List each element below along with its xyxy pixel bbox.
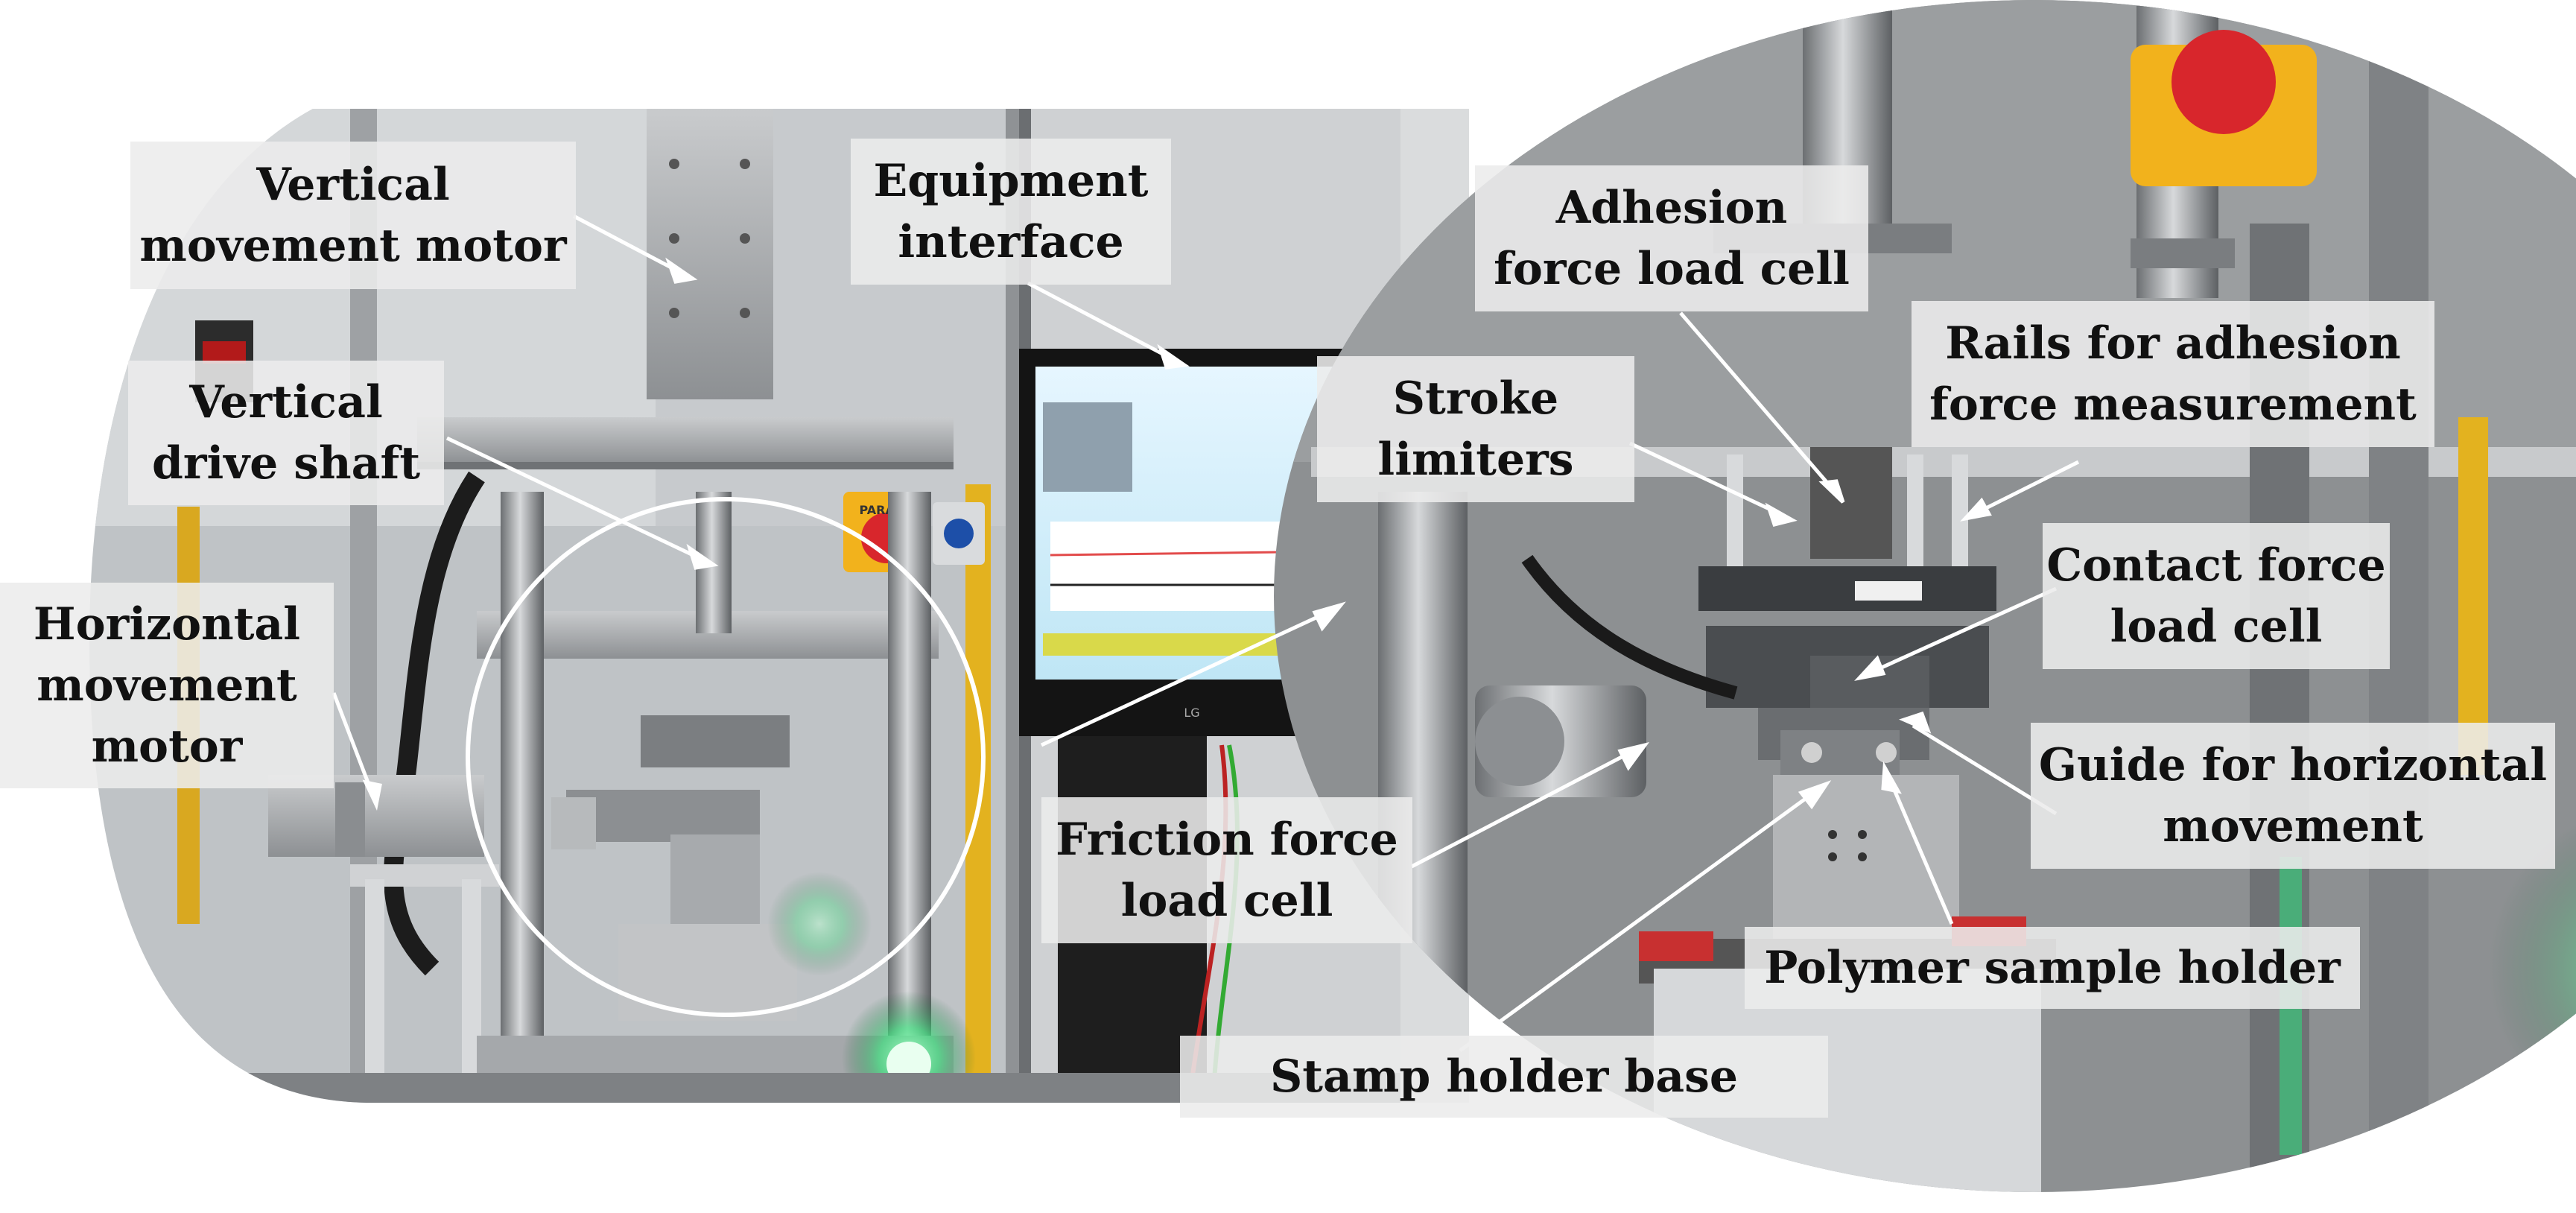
guide-column: [888, 492, 931, 1058]
contact-load-cell: [1810, 656, 1929, 708]
callout-arrows: [331, 214, 2080, 1053]
zoom-circle: [466, 497, 986, 1017]
friction-load-cell: [551, 797, 596, 849]
label-polymer-sample-holder: Polymer sample holder: [1745, 927, 2360, 1009]
label-equipment-interface: Equipment interface: [851, 139, 1171, 285]
label-contact-force-load-cell: Contact force load cell: [2043, 523, 2390, 669]
monitor-brand: LG: [1184, 706, 1199, 720]
label-vertical-movement-motor: Vertical movement motor: [130, 142, 576, 289]
label-adhesion-force-load-cell: Adhesion force load cell: [1475, 165, 1868, 311]
label-rails-for-adhesion: Rails for adhesion force measurement: [1912, 301, 2434, 447]
label-friction-force-load-cell: Friction force load cell: [1041, 797, 1412, 943]
light-curtain: [965, 484, 991, 1095]
light-curtain: [2458, 417, 2488, 775]
adhesion-load-cell-plate: [1698, 566, 1996, 611]
vertical-motor-plate: [647, 109, 773, 399]
label-stamp-holder-base: Stamp holder base: [1180, 1036, 1828, 1118]
emergency-stop-button: [2171, 30, 2276, 134]
label-stroke-limiters: Stroke limiters: [1317, 356, 1634, 502]
top-crossbar: [417, 417, 954, 463]
guide-column: [501, 492, 544, 1058]
label-guide-for-horizontal-movement: Guide for horizontal movement: [2031, 723, 2555, 869]
label-horizontal-movement-motor: Horizontal movement motor: [0, 583, 334, 788]
label-vertical-drive-shaft: Vertical drive shaft: [128, 361, 444, 505]
